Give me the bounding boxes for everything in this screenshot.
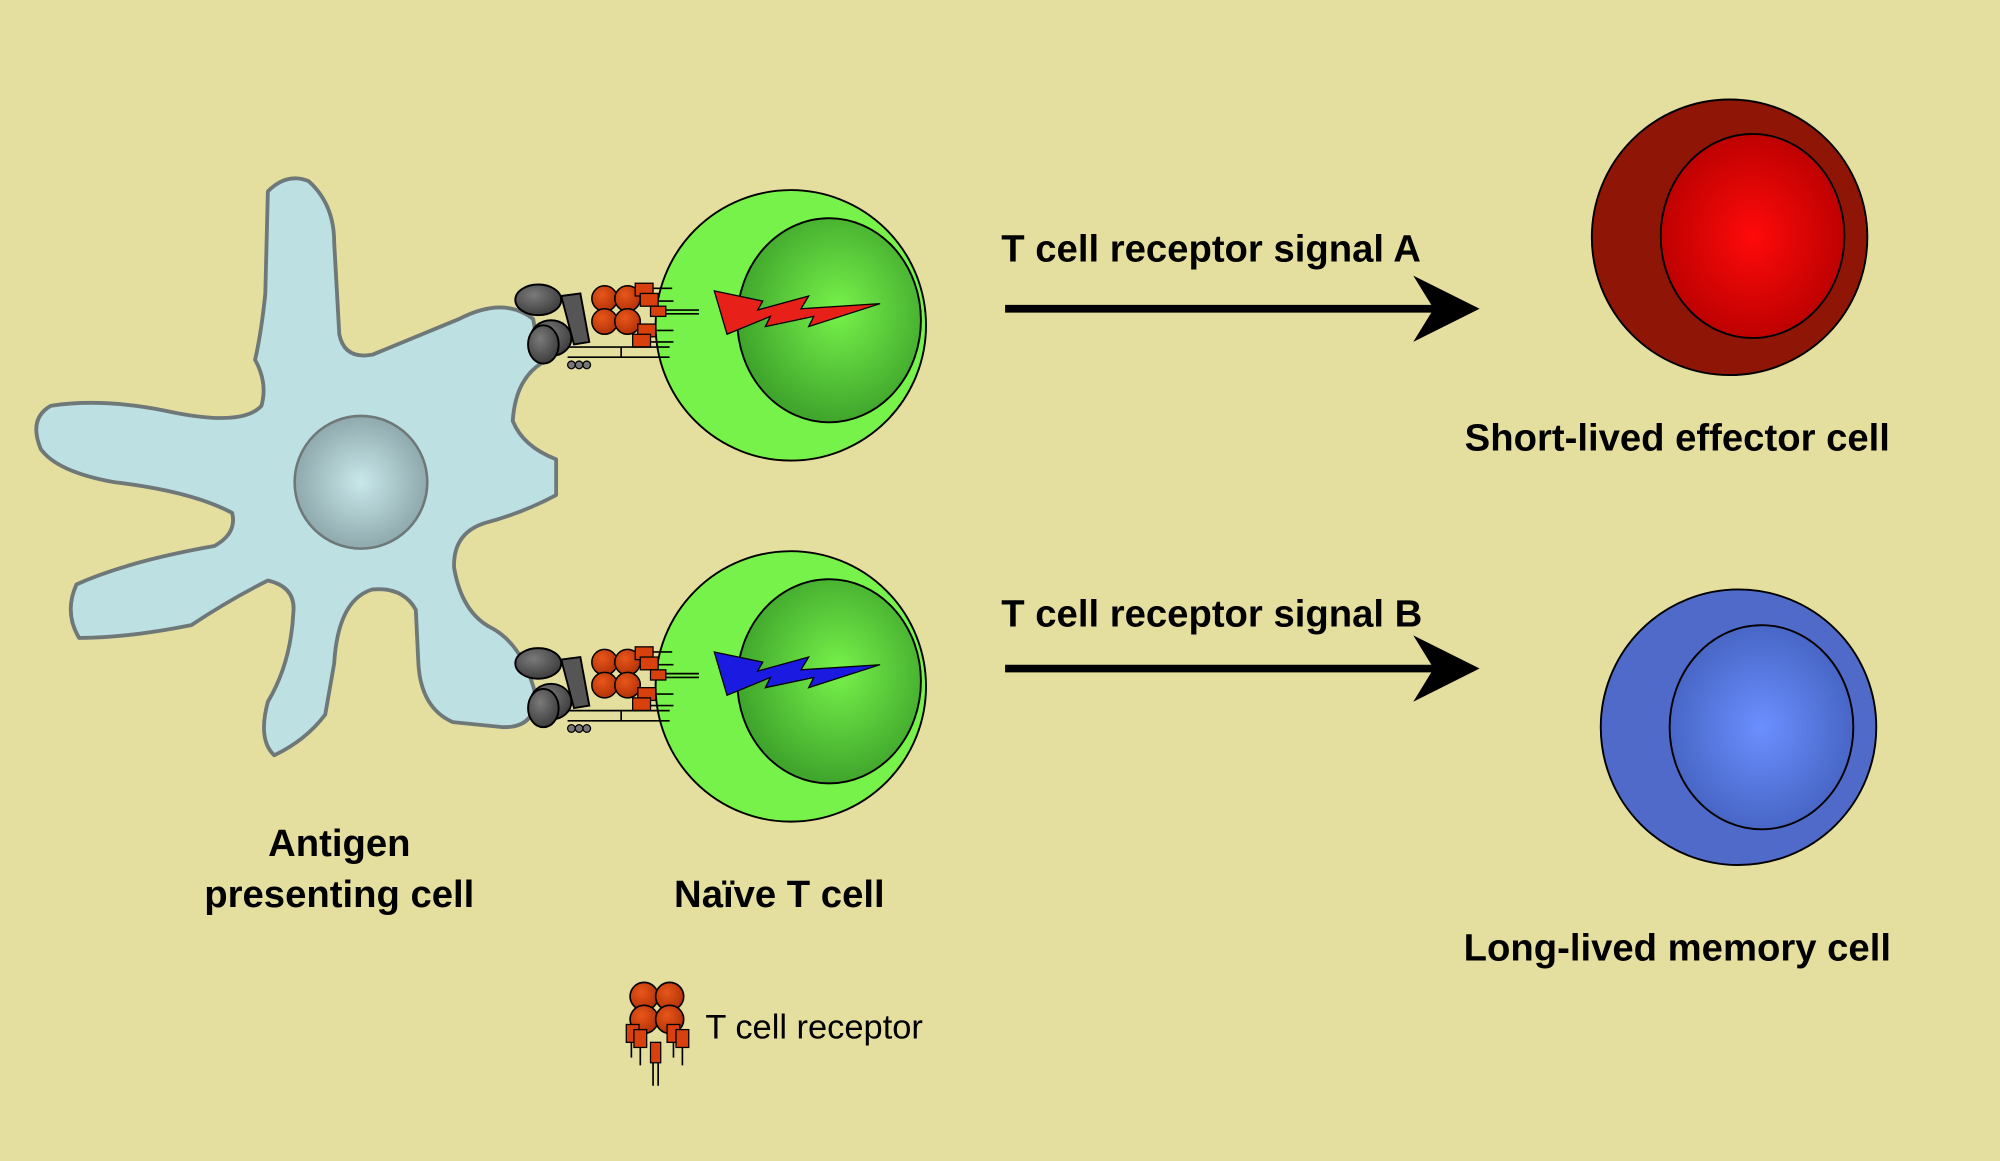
naive-t-cell-bottom [654, 550, 927, 823]
long-lived-memory-cell [1599, 588, 1878, 866]
naive-t-cell-label: Naïve T cell [674, 873, 885, 916]
arrow-signal-b [1005, 635, 1480, 702]
memory-cell-label: Long-lived memory cell [1464, 927, 1891, 970]
arrow-signal-a [1005, 275, 1480, 342]
apc-nucleus [293, 414, 429, 550]
signal-a-label: T cell receptor signal A [1001, 228, 1421, 271]
lightning-bolt-icon-signal-a [713, 290, 881, 336]
apc-label-line1: Antigen [268, 822, 410, 865]
legend-tcr-label: T cell receptor [705, 1009, 923, 1047]
short-lived-effector-cell [1590, 98, 1869, 377]
signal-b-label: T cell receptor signal B [1001, 592, 1422, 635]
effector-cell-label: Short-lived effector cell [1465, 416, 1890, 459]
lightning-bolt-icon-signal-b [713, 651, 881, 697]
naive-t-cell-top [654, 189, 927, 462]
apc-label-line2: presenting cell [204, 873, 474, 916]
